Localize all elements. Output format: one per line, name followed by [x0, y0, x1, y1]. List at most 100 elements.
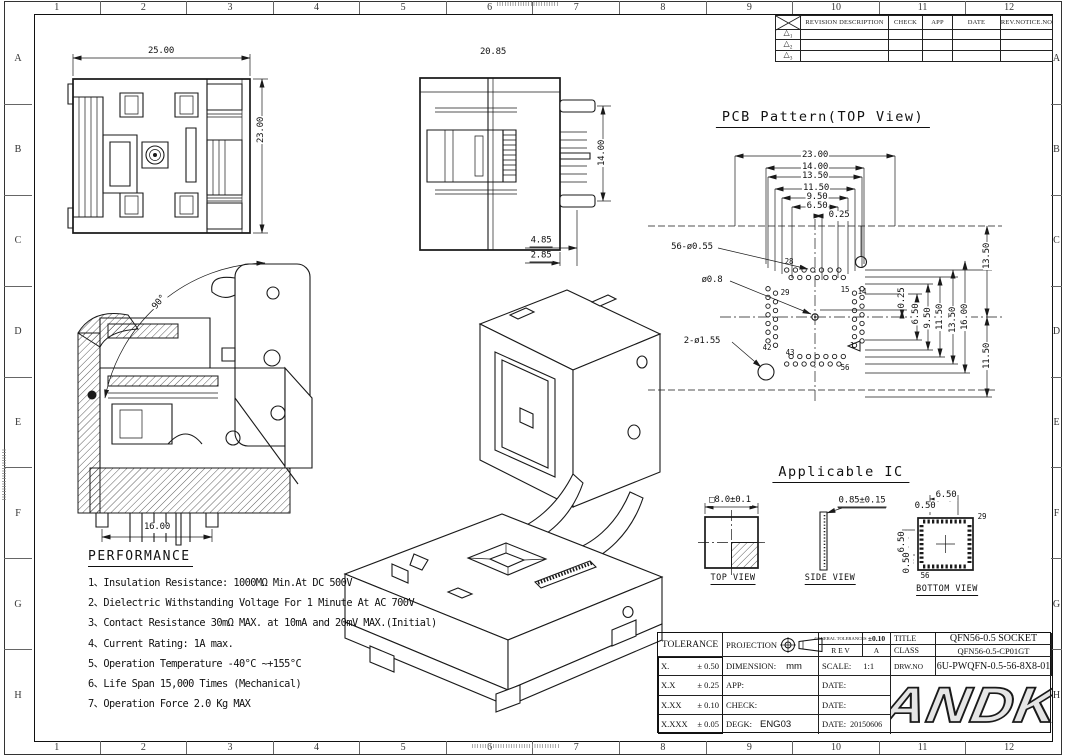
dim-section-pin-span: 16.00: [142, 522, 172, 533]
grid-row-label: C: [1051, 196, 1062, 287]
pcb-dim-9-5-right: 9.50: [923, 306, 934, 330]
grid-col-label: 12: [1004, 742, 1015, 753]
scale-value: 1:1: [863, 661, 875, 672]
callout-locating-holes: 2-ø1.55: [682, 336, 722, 347]
socket-top-view-drawing: [50, 40, 290, 245]
ic-bottom-pitch-left: 6.50: [897, 530, 908, 554]
revision-cell: [953, 50, 1001, 61]
dim-side-view-pin-offset-b: 2.85: [529, 250, 553, 263]
center-hole: [812, 314, 818, 320]
pin-label-43: 43: [785, 347, 795, 357]
tolerance-row-3: X.XX± 0.10: [658, 695, 723, 715]
grid-row-label: F: [4, 468, 32, 560]
locating-hole-top-right: [856, 257, 867, 268]
grid-col-label: 4: [274, 741, 361, 754]
pcb-dim-6-5-right: 6.50: [911, 302, 922, 326]
tol-value: ± 0.05: [697, 719, 719, 730]
grid-col-label: 3: [187, 1, 274, 14]
grid-col-label: 1: [14, 1, 101, 14]
contact-comb: [503, 130, 516, 182]
degk-cell: DEGK: ENG03: [723, 714, 819, 734]
grid-row-label: A: [4, 14, 32, 105]
general-tolerances-value: ±0.10: [863, 633, 891, 645]
pcb-dim-0-25-right: 0.25: [897, 286, 908, 310]
grid-col-label: 5: [360, 1, 447, 14]
pcb-dim-13-5: 13.50: [800, 171, 830, 182]
pcb-dim-13-5-right: 13.50: [948, 305, 959, 335]
performance-section: PERFORMANCE 1、Insulation Resistance: 100…: [88, 545, 437, 714]
tolerance-row-2: X.X± 0.25: [658, 676, 723, 696]
grid-col-label: 10: [793, 741, 880, 754]
drwno-label: DRW.NO: [891, 657, 936, 677]
revision-cell: [923, 40, 953, 51]
performance-title: PERFORMANCE: [88, 549, 193, 567]
app-cell: APP:: [723, 676, 819, 696]
pcb-dim-11-5: 11.50: [801, 183, 831, 194]
degk-value: ENG03: [759, 718, 792, 730]
date-label: DATE:: [822, 719, 847, 730]
class-label: CLASS: [891, 645, 936, 657]
title-block: TOLERANCE PROJECTION GENERAL TOLERANCES …: [657, 632, 1052, 734]
dim-top-view-height: 23.00: [256, 115, 267, 145]
pcb-dim-23: 23.00: [800, 150, 830, 161]
tol-grade: X.XXX: [661, 719, 688, 730]
performance-list: 1、Insulation Resistance: 1000MΩ Min.At D…: [88, 575, 437, 714]
pcb-dim-0-25-top: 0.25: [827, 210, 851, 221]
third-angle-projection-icon: [780, 636, 824, 654]
title-label: TITLE: [891, 633, 936, 645]
pin-label-1: 1: [849, 340, 855, 350]
grid-col-label: 11: [880, 1, 967, 14]
pcb-dim-11-5-right: 11.50: [935, 302, 946, 332]
ic-top-caption: TOP VIEW: [710, 573, 756, 586]
performance-item: 5、Operation Temperature -40°C ~+155°C: [88, 657, 302, 670]
performance-item: 6、Life Span 15,000 Times (Mechanical): [88, 678, 302, 691]
grid-row-label: F: [1051, 468, 1062, 560]
dim-side-view-width: 20.85: [478, 47, 508, 58]
grid-row-label: B: [1051, 105, 1062, 196]
revision-cell: [889, 40, 923, 51]
stamp-smudge-bottom: [472, 744, 560, 748]
grid-col-label: 6: [447, 1, 534, 14]
stamp-smudge-left: [2, 448, 6, 500]
drwno-value: 6U-PWQFN-0.5-56-8X8-01: [936, 657, 1052, 677]
qfn-pad-array: [766, 268, 864, 366]
revision-header-description: REVISION DESCRIPTION: [801, 16, 889, 30]
applicable-ic-drawing: [690, 465, 1010, 605]
grid-col-label: 2: [101, 1, 188, 14]
revision-cell: [1001, 30, 1052, 41]
grid-row-label: C: [4, 196, 32, 287]
revision-header-notice: REV.NOTICE.NO: [1001, 16, 1052, 30]
performance-item: 1、Insulation Resistance: 1000MΩ Min.At D…: [88, 577, 353, 589]
dimension-value: mm: [786, 660, 802, 672]
pcb-dim-9-5: 9.50: [805, 192, 829, 203]
scale-label: SCALE:: [822, 661, 852, 672]
grid-col-label: 4: [274, 1, 361, 14]
grid-row-label: A: [1051, 14, 1062, 105]
grid-col-label: 9: [707, 1, 794, 14]
projection-cell: PROJECTION: [723, 633, 819, 657]
grid-row-label: E: [1051, 378, 1062, 469]
revision-triangle-icon: △2: [776, 39, 801, 51]
grid-col-label: 5: [360, 741, 447, 754]
grid-col-label: 3: [187, 741, 274, 754]
grid-col-label: 11: [880, 741, 967, 754]
callout-pad-size: 56-ø0.55: [670, 242, 714, 253]
performance-item: 2、Dielectric Withstanding Voltage For 1 …: [88, 597, 415, 610]
grid-col-label: 12: [1004, 2, 1015, 13]
dimension-cell: DIMENSION: mm: [723, 657, 819, 677]
crossed-box-icon: [776, 16, 801, 30]
ic-side-dim: 0.85±0.15: [837, 495, 887, 508]
date-cell-3: DATE: 20150606: [819, 714, 891, 734]
revision-cell: [1001, 51, 1052, 61]
iso-lid: [480, 290, 660, 507]
pcb-dim-16-right: 16.00: [960, 302, 971, 332]
dim-top-view-width: 25.00: [146, 46, 176, 57]
revision-table: REVISION DESCRIPTION CHECK APP DATE REV.…: [775, 15, 1053, 62]
grid-row-label: H: [1052, 689, 1061, 701]
tolerance-row-4: X.XXX ± 0.05: [658, 714, 723, 734]
tol-grade: X.: [661, 661, 670, 672]
grid-row-label: G: [1051, 559, 1062, 651]
grid-row-label: D: [1051, 287, 1062, 378]
